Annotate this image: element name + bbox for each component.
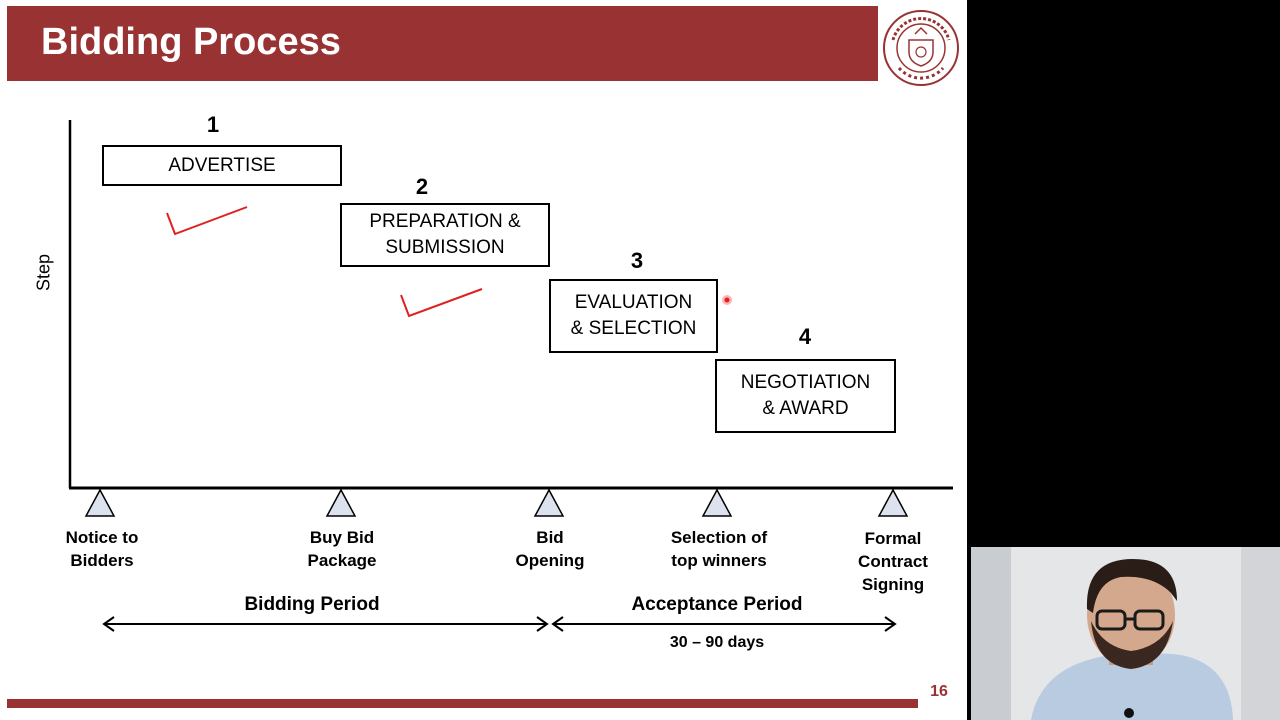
page-number: 16 <box>930 683 948 700</box>
step-label: NEGOTIATION & AWARD <box>740 372 871 419</box>
acceptance-duration: 30 – 90 days <box>669 634 765 651</box>
footer-bar <box>7 699 918 708</box>
milestone-triangle-icon <box>84 488 116 517</box>
milestone-buy-bid-package: Buy Bid Package <box>307 528 377 570</box>
y-axis-label: Step <box>33 253 54 292</box>
step-number-2: 2 <box>415 174 429 199</box>
milestone-formal-contract-signing: Formal Contract Signing <box>858 529 928 594</box>
step-number-1: 1 <box>206 112 220 137</box>
presenter-webcam <box>971 547 1280 720</box>
presenter-webcam-icon <box>971 547 1280 720</box>
milestone-triangle-icon <box>701 488 733 517</box>
milestone-triangle-icon <box>325 488 357 517</box>
acceptance-period-arrow <box>551 616 897 632</box>
laser-pointer-core <box>724 297 730 303</box>
red-checkmark-icon <box>400 288 483 318</box>
step-box-advertise: ADVERTISE <box>102 145 342 186</box>
milestone-markers <box>84 488 909 517</box>
red-checkmark-icon <box>166 206 248 236</box>
bidding-process-diagram <box>68 120 953 632</box>
step-box-evaluation-selection: EVALUATION & SELECTION <box>549 279 718 353</box>
milestone-notice-to-bidders: Notice to Bidders <box>65 528 139 570</box>
step-box-negotiation-award: NEGOTIATION & AWARD <box>715 359 896 433</box>
bidding-period-arrow <box>102 616 549 632</box>
period-label-bidding: Bidding Period <box>244 594 380 615</box>
period-label-acceptance: Acceptance Period <box>631 594 803 615</box>
step-label: ADVERTISE <box>168 154 276 176</box>
milestone-triangle-icon <box>533 488 565 517</box>
step-label: PREPARATION & SUBMISSION <box>369 211 521 258</box>
slide-title: Bidding Process <box>41 21 341 63</box>
step-box-preparation-submission: PREPARATION & SUBMISSION <box>340 203 550 267</box>
title-bar <box>7 6 878 81</box>
milestone-bid-opening: Bid Opening <box>515 528 585 570</box>
step-number-3: 3 <box>630 248 644 273</box>
university-seal-icon <box>881 8 961 88</box>
milestone-selection-of-top-winners: Selection of top winners <box>670 528 768 570</box>
step-number-4: 4 <box>798 324 812 349</box>
step-label: EVALUATION & SELECTION <box>570 292 697 339</box>
slide: Bidding Process <box>0 0 967 720</box>
milestone-triangle-icon <box>877 488 909 517</box>
